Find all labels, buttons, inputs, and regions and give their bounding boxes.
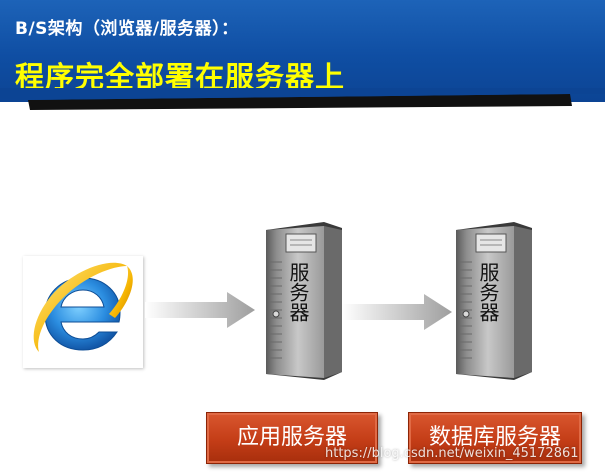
header-swoosh [0,88,605,110]
arrow-app-to-db-server [342,294,452,330]
database-server-role-box: 数据库服务器 [408,412,582,464]
header-banner: B/S架构（浏览器/服务器）： 程序完全部署在服务器上 [0,0,605,102]
watermark: https://blog.csdn.net/weixin_45172861 [325,446,579,461]
application-server-role-box: 应用服务器 [206,412,378,464]
server-label-2: 服务器 [473,262,503,322]
internet-explorer-icon [23,256,143,368]
server-label-text-2: 服务器 [476,262,500,322]
server-label-text-1: 服务器 [286,262,310,322]
header-subtitle: B/S架构（浏览器/服务器）： [15,19,239,39]
server-label-1: 服务器 [283,262,313,322]
arrow-browser-to-app-server [145,292,255,328]
database-server-icon [452,222,534,380]
application-server-icon [262,222,344,380]
